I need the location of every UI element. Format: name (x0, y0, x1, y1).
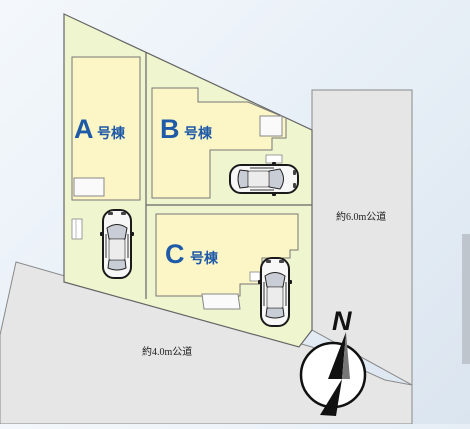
car-lot-a (99, 209, 135, 279)
lot-b-meter-box (265, 154, 283, 164)
lot-c-meter-box (249, 271, 261, 282)
lot-a: A 号棟 (71, 56, 141, 240)
background-building (462, 234, 470, 364)
lot-a-meter-box (71, 218, 83, 240)
lot-c-label: 号棟 (190, 250, 219, 267)
lot-b-building (151, 87, 287, 199)
lot-a-entrance (73, 177, 105, 197)
lot-b-letter: B (160, 114, 180, 144)
east-road-label: 約6.0m公道 (336, 210, 386, 223)
car-lot-c (257, 257, 293, 327)
compass-needle-dark (328, 332, 346, 379)
lot-a-label: 号棟 (97, 125, 126, 142)
lot-c: C 号棟 (155, 213, 299, 310)
lot-b-entrance (259, 115, 283, 137)
compass: N (299, 306, 367, 416)
east-road (311, 89, 413, 386)
compass-tail (320, 379, 342, 416)
lot-b: B 号棟 (151, 87, 287, 199)
car-lot-b (229, 161, 299, 197)
lot-a-letter: A (74, 114, 94, 144)
compass-needle-light (342, 332, 350, 379)
south-road-label: 約4.0m公道 (142, 345, 192, 358)
lot-a-building (71, 56, 141, 201)
lot-b-label: 号棟 (184, 125, 213, 142)
north-label: N (332, 306, 352, 336)
lot-c-entrance (201, 293, 241, 310)
lot-c-letter: C (165, 239, 185, 269)
